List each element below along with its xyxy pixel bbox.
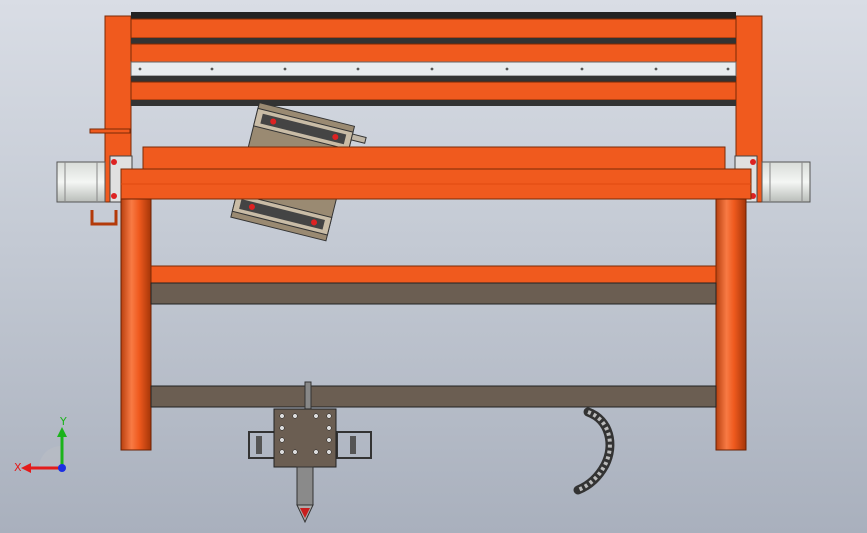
- z-carriage: [248, 381, 372, 524]
- side-motors: [56, 128, 811, 226]
- linear-rail: [130, 61, 737, 77]
- y-axis-label: Y: [59, 415, 67, 428]
- cable-chain: [573, 407, 615, 495]
- z-axis-dot: [58, 464, 66, 472]
- legs: [120, 198, 747, 451]
- x-axis-label: X: [14, 461, 22, 474]
- main-crossbeam: [120, 146, 752, 200]
- axis-triad: Y X: [14, 415, 67, 474]
- lower-frame: [150, 265, 717, 408]
